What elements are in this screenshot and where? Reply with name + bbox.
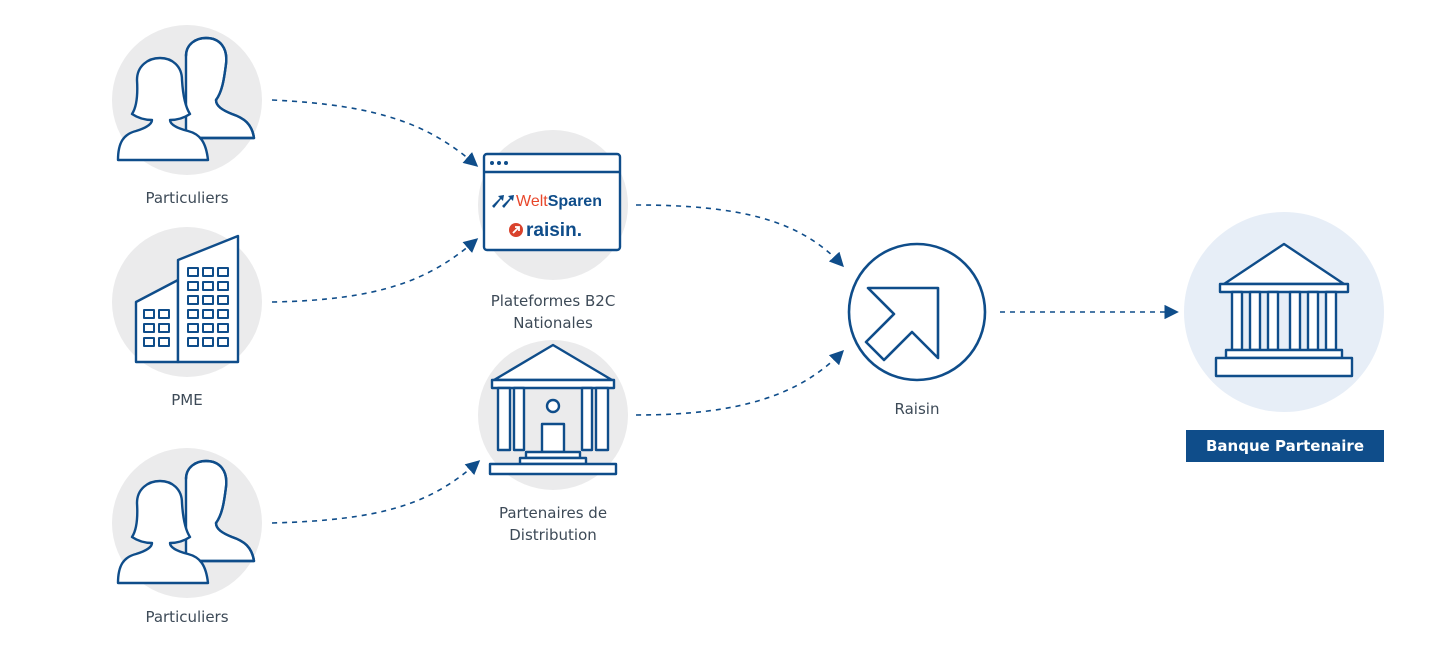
banque-circle (1184, 212, 1384, 412)
svg-text:WeltSparen: WeltSparen (516, 193, 602, 210)
people-icon (116, 36, 256, 162)
raisin-label: Raisin (894, 400, 940, 418)
particuliers-top-label: Particuliers (145, 189, 229, 207)
buildings-icon (134, 234, 240, 364)
pme-label: PME (171, 391, 203, 409)
people-icon (116, 459, 256, 585)
partenaires-label-line2: Distribution (509, 526, 597, 544)
banque-partenaire-badge: Banque Partenaire (1186, 430, 1384, 462)
partenaires-label: Partenaires de Distribution (499, 502, 607, 546)
bank-icon (488, 343, 618, 476)
plateformes-label-line1: Plateformes B2C (490, 292, 616, 310)
plateformes-label-line2: Nationales (513, 314, 593, 332)
plateformes-label: Plateformes B2C Nationales (491, 290, 616, 334)
weltsparen-logo-sparen: Sparen (548, 193, 602, 210)
raisin-wordmark: raisin. (526, 220, 582, 241)
weltsparen-logo-welt: Welt (516, 193, 548, 210)
raisin-logo: raisin. (509, 220, 582, 241)
connector-plateformes-to-raisin (635, 204, 844, 268)
raisin-arrow-icon (847, 242, 987, 382)
bank-icon (1214, 242, 1354, 378)
weltsparen-logo: WeltSparen (492, 193, 602, 210)
partenaires-label-line1: Partenaires de (498, 504, 608, 522)
connector-particuliers-bottom-to-partenaires (271, 460, 481, 524)
particuliers-bottom-label: Particuliers (145, 608, 229, 626)
connector-particuliers-top-to-plateformes (271, 99, 479, 167)
connector-partenaires-to-raisin (635, 349, 845, 416)
connector-pme-to-plateformes (271, 238, 479, 303)
